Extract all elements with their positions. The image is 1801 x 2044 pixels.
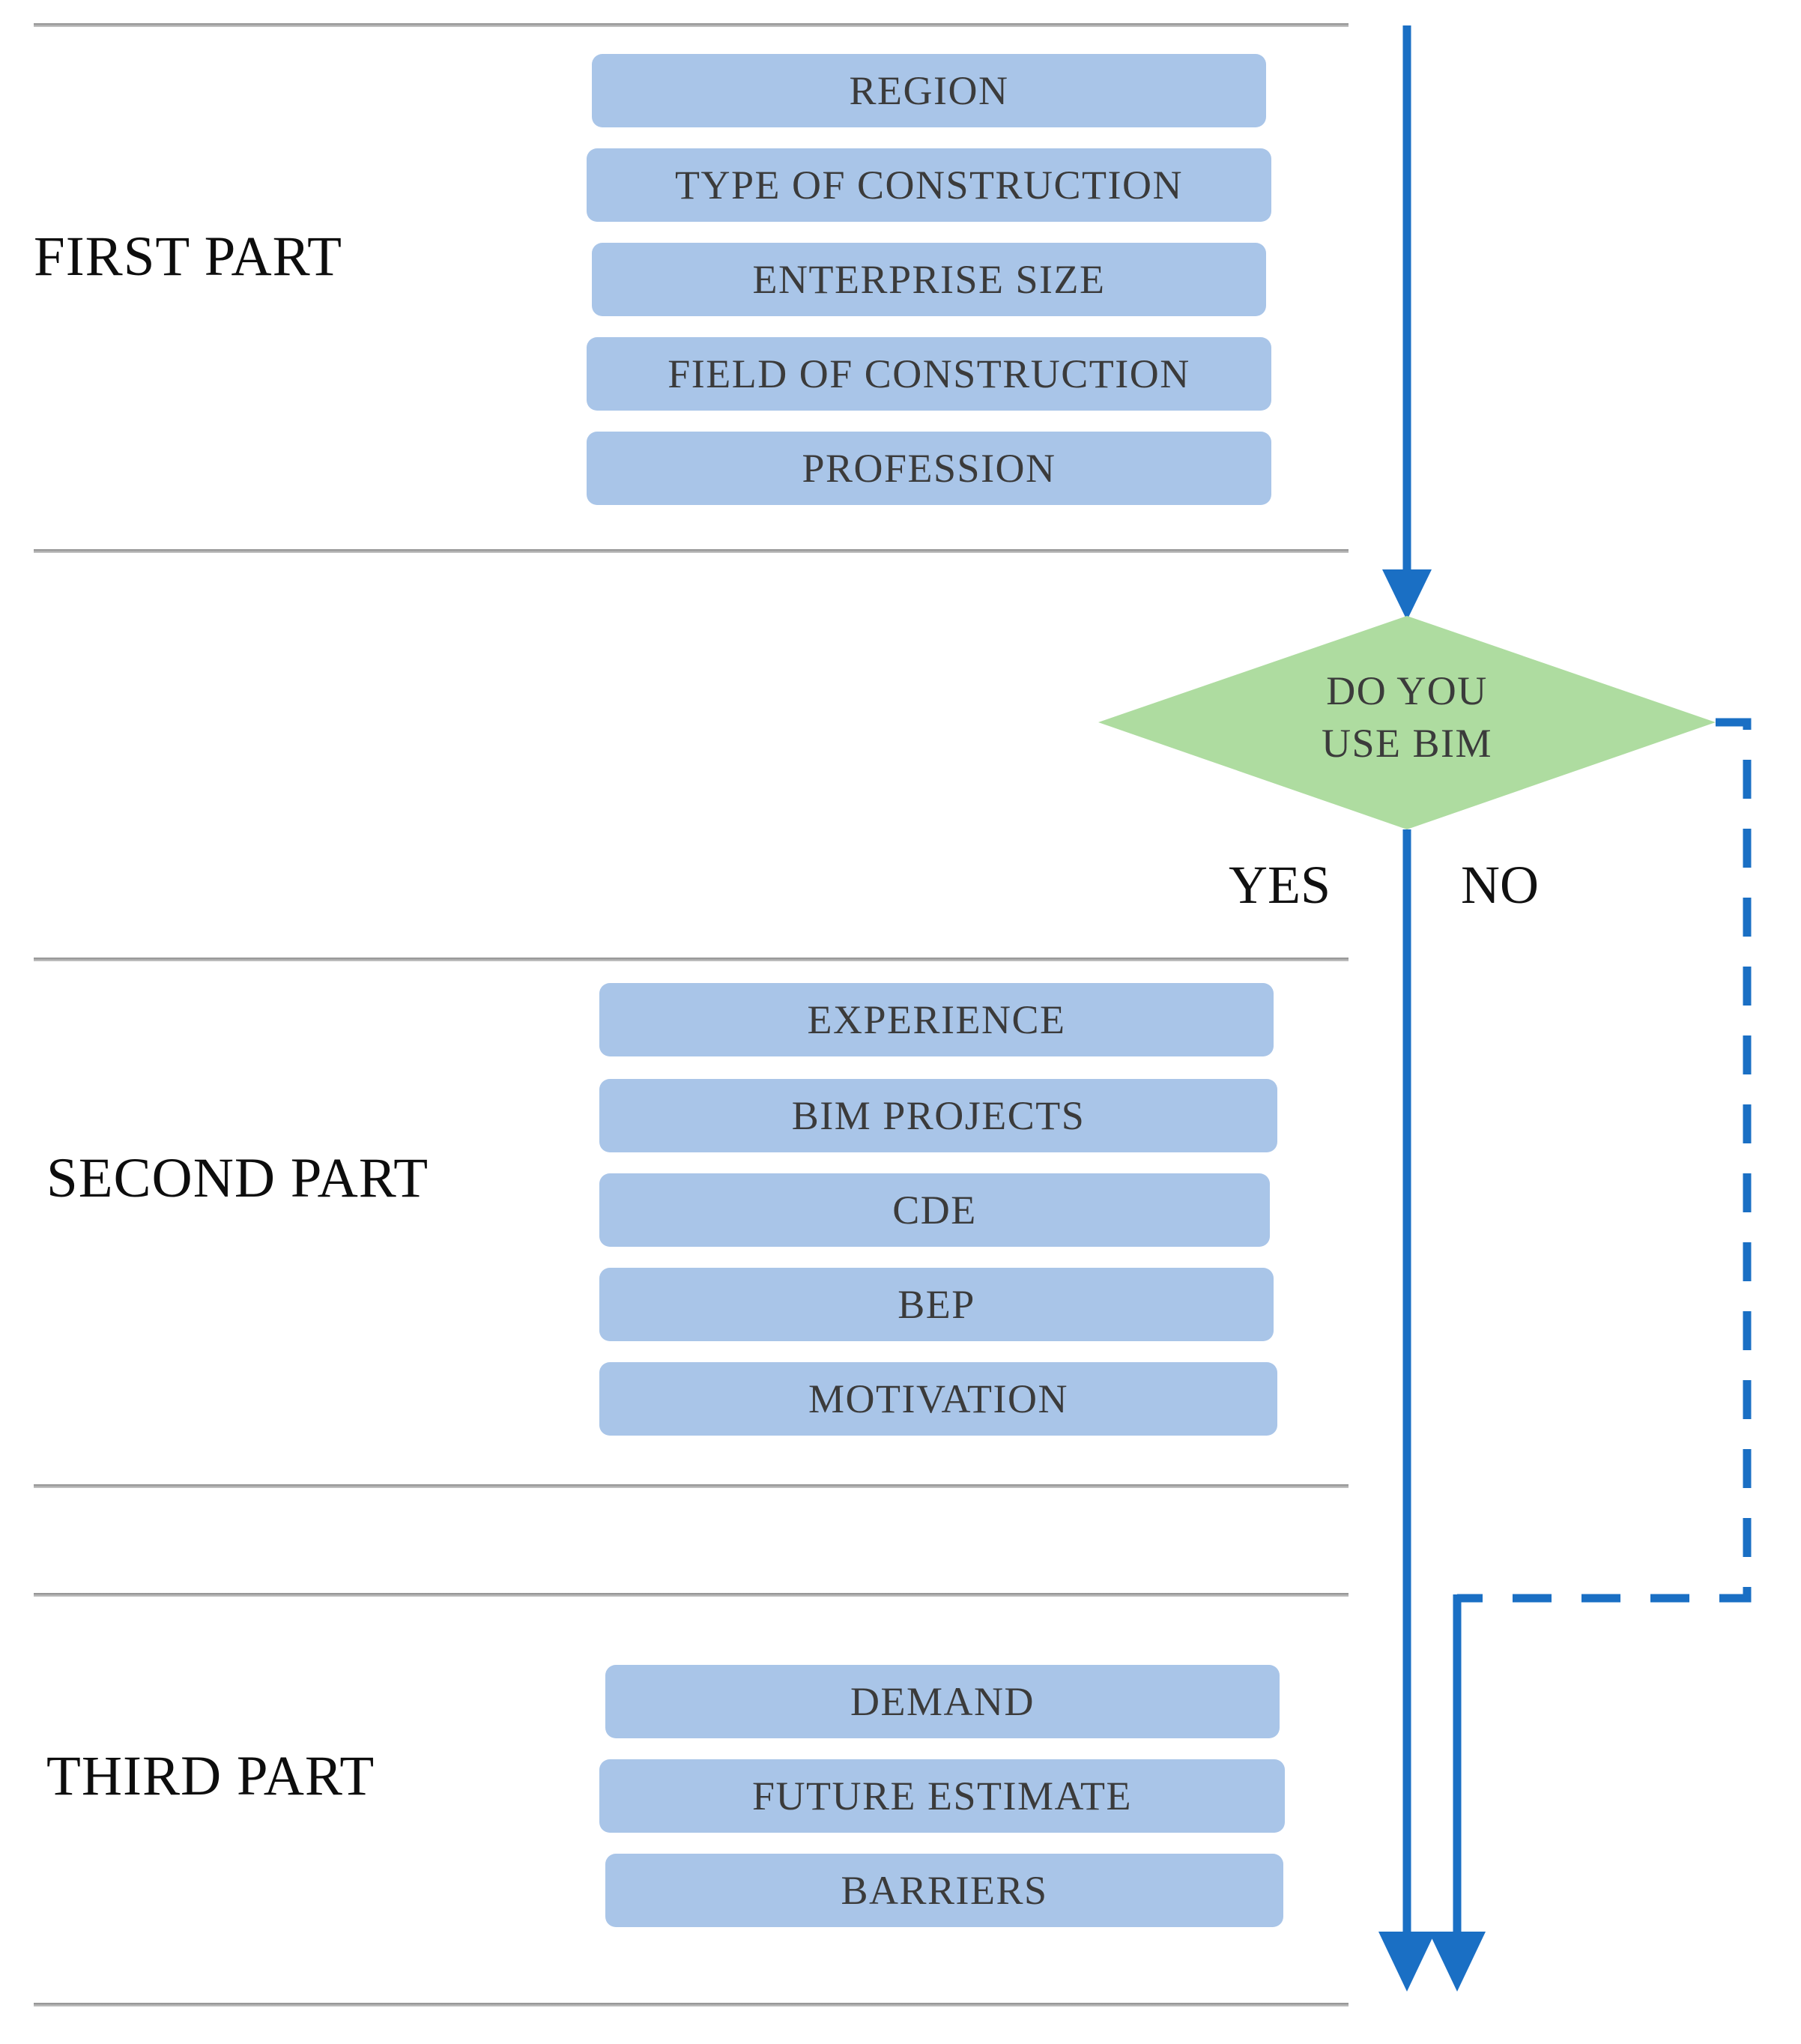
section-label-first: FIRST PART: [34, 226, 342, 288]
node-demand[interactable]: DEMAND: [605, 1665, 1280, 1738]
node-cde[interactable]: CDE: [599, 1173, 1270, 1247]
edge-yes: [1378, 829, 1435, 1992]
node-type-of-construction[interactable]: TYPE OF CONSTRUCTION: [587, 148, 1271, 222]
node-field-of-construction[interactable]: FIELD OF CONSTRUCTION: [587, 337, 1271, 411]
node-profession[interactable]: PROFESSION: [587, 432, 1271, 505]
divider-third-top: [34, 1593, 1349, 1597]
section-label-third: THIRD PART: [46, 1745, 375, 1807]
section-dividers: [34, 23, 1349, 2007]
divider-bottom: [34, 2003, 1349, 2007]
divider-first-bottom: [34, 549, 1349, 553]
node-experience[interactable]: EXPERIENCE: [599, 983, 1274, 1056]
node-future-estimate[interactable]: FUTURE ESTIMATE: [599, 1759, 1285, 1833]
decision-line-1: DO YOU: [1326, 668, 1487, 713]
divider-second-top: [34, 958, 1349, 961]
node-enterprise-size[interactable]: ENTERPRISE SIZE: [592, 243, 1266, 316]
branch-label-no: NO: [1461, 855, 1539, 915]
node-barriers[interactable]: BARRIERS: [605, 1854, 1283, 1927]
section-label-second: SECOND PART: [46, 1147, 429, 1209]
divider-second-bottom: [34, 1484, 1349, 1488]
divider-top: [34, 23, 1349, 27]
node-bep[interactable]: BEP: [599, 1268, 1274, 1341]
edge-no: [1429, 718, 1752, 1992]
decision-diamond: [1098, 616, 1716, 829]
node-bim-projects[interactable]: BIM PROJECTS: [599, 1079, 1277, 1152]
branch-label-yes: YES: [1229, 855, 1331, 915]
edge-first-to-decision: [1382, 25, 1432, 620]
decision-line-2: USE BIM: [1322, 721, 1492, 766]
node-motivation[interactable]: MOTIVATION: [599, 1362, 1277, 1436]
node-region[interactable]: REGION: [592, 54, 1266, 127]
